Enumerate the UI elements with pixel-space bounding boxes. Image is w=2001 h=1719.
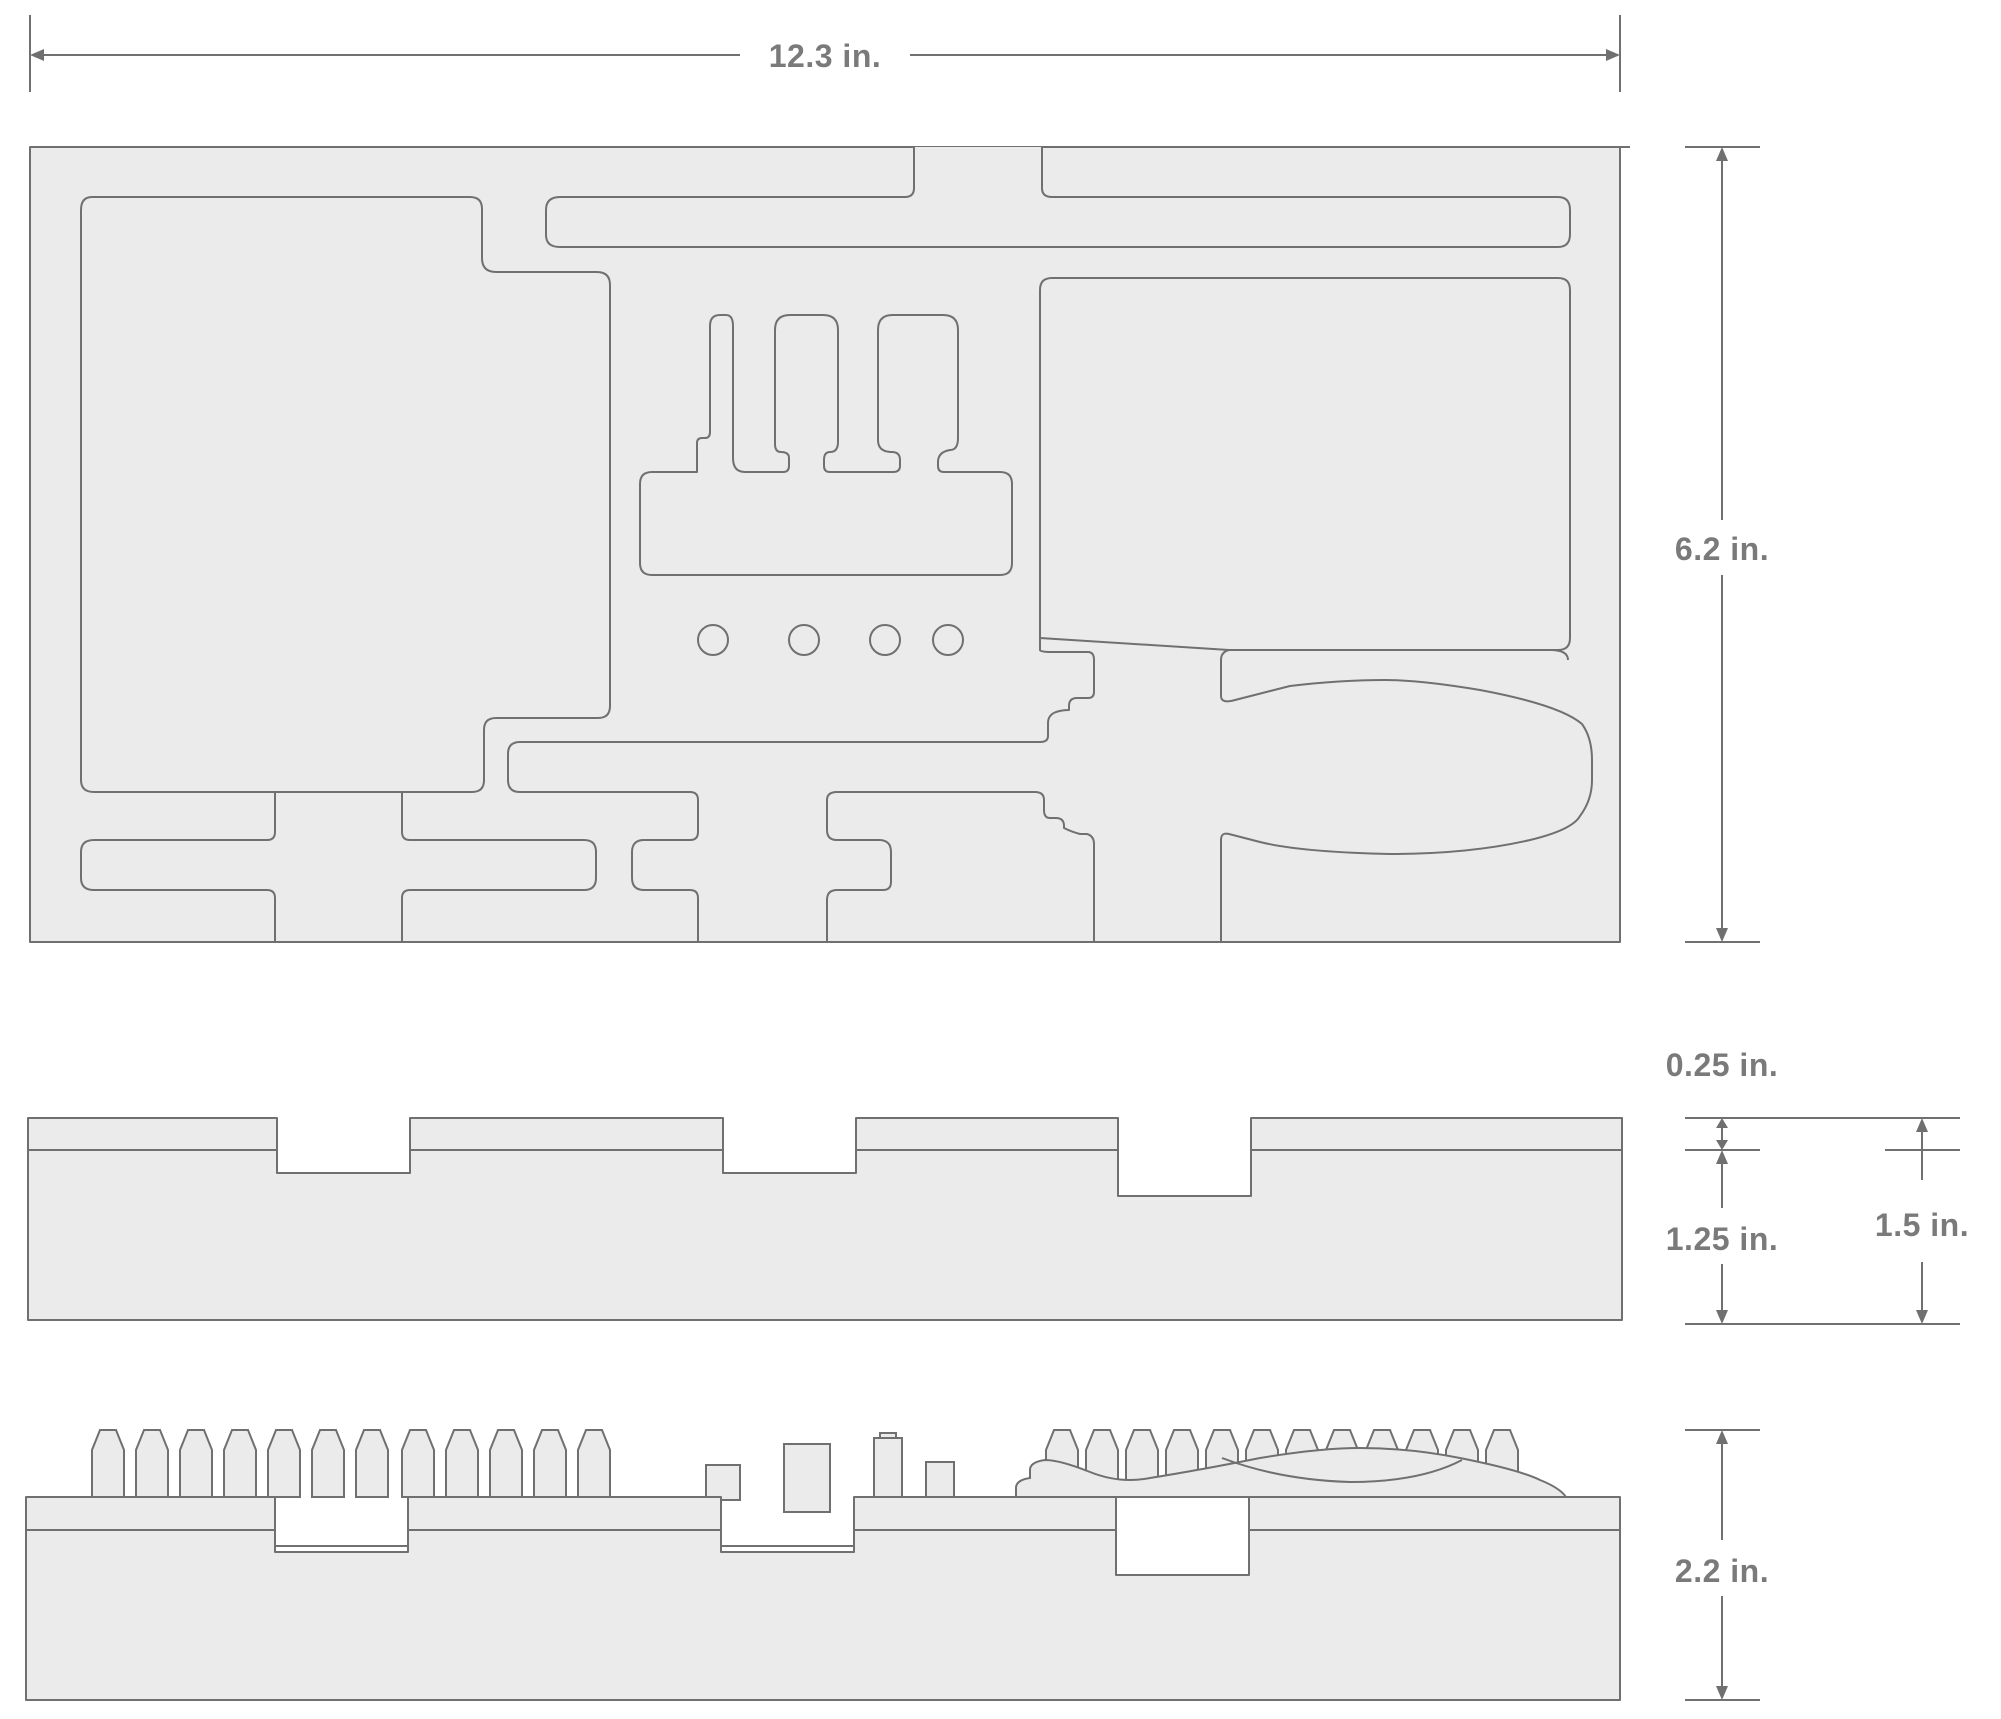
screwdriver-pocket xyxy=(507,637,1593,943)
left-large-pocket xyxy=(80,196,611,793)
screwdriver-grip-line xyxy=(1221,1457,1463,1484)
bit-row-left xyxy=(91,1429,611,1498)
side-view-profile xyxy=(27,1117,1623,1321)
bit-4 xyxy=(223,1429,257,1498)
tool-view-profile xyxy=(25,1496,1621,1701)
socket-1 xyxy=(705,1464,741,1501)
side-view-with-tools xyxy=(25,1429,1621,1701)
total-foam-label: 1.5 in. xyxy=(1875,1207,1969,1243)
total-foam-dimension: 1.5 in. xyxy=(1875,1118,1969,1324)
side-view-empty xyxy=(27,1117,1623,1321)
bit-12 xyxy=(577,1429,611,1498)
socket-3-tip xyxy=(879,1432,897,1439)
width-dimension: 12.3 in. xyxy=(29,15,1621,92)
bit-10 xyxy=(489,1429,523,1498)
socket-2 xyxy=(783,1443,831,1513)
bit-hole-3 xyxy=(869,624,901,656)
bit-6 xyxy=(311,1429,345,1498)
bit-8 xyxy=(401,1429,435,1498)
bit-1 xyxy=(91,1429,125,1498)
socket-3 xyxy=(873,1437,903,1501)
socket-cluster-pocket xyxy=(639,314,1013,576)
bottom-middle-slot xyxy=(401,792,597,942)
tool-height-label: 2.2 in. xyxy=(1675,1553,1769,1589)
depth-dimension: 6.2 in. xyxy=(1675,146,1769,943)
bit-7 xyxy=(355,1429,389,1498)
bit-hole-2 xyxy=(788,624,820,656)
bit-5 xyxy=(267,1429,301,1498)
top-layer-label: 0.25 in. xyxy=(1666,1047,1779,1083)
pocket-depth-label: 1.25 in. xyxy=(1666,1221,1779,1257)
width-label: 12.3 in. xyxy=(769,38,882,74)
tool-height-dimension: 2.2 in. xyxy=(1675,1429,1769,1701)
bottom-left-slot xyxy=(80,792,276,942)
top-long-slot xyxy=(545,146,1630,248)
socket-4 xyxy=(925,1461,955,1501)
right-box-pocket xyxy=(1039,277,1571,651)
bit-hole-4 xyxy=(932,624,964,656)
bit-3 xyxy=(179,1429,213,1498)
bit-9 xyxy=(445,1429,479,1498)
bit-hole-1 xyxy=(697,624,729,656)
screwdriver-handle xyxy=(1015,1446,1568,1498)
top-view xyxy=(29,146,1630,943)
socket-set xyxy=(705,1432,955,1513)
bit-11 xyxy=(533,1429,567,1498)
depth-label: 6.2 in. xyxy=(1675,531,1769,567)
bit-2 xyxy=(135,1429,169,1498)
pocket-depth-dimension: 1.25 in. xyxy=(1666,1150,1960,1325)
top-layer-dimension: 0.25 in. xyxy=(1666,1047,1960,1151)
